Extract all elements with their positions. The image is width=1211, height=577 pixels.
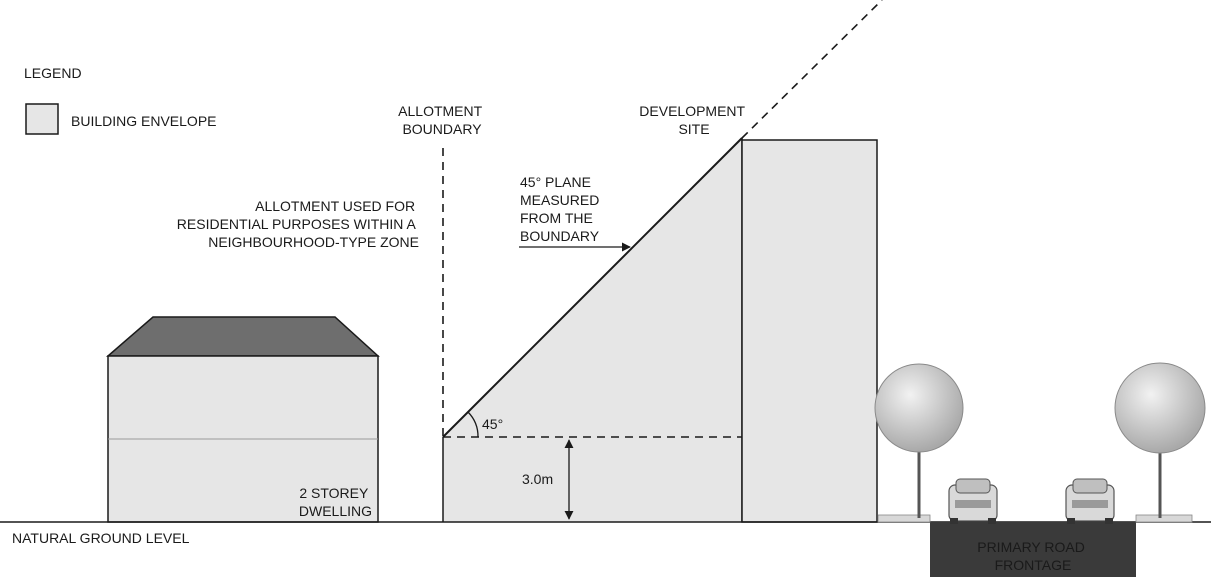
car-icon [948, 478, 998, 524]
footpath-right [1135, 514, 1193, 523]
plane-line-45 [442, 137, 743, 438]
residential-zone-label: ALLOTMENT USED FOR RESIDENTIAL PURPOSES … [177, 198, 419, 250]
development-site-label: DEVELOPMENT SITE [639, 103, 748, 137]
legend-swatch [25, 103, 59, 135]
road-label: PRIMARY ROAD FRONTAGE [977, 539, 1089, 573]
height-label: 3.0m [522, 471, 553, 487]
car-icon [1065, 478, 1115, 524]
ground-label: NATURAL GROUND LEVEL [12, 530, 190, 546]
road-block [930, 522, 1136, 577]
legend-title: LEGEND [24, 65, 82, 81]
angle-arc [467, 411, 479, 438]
legend-item-label: BUILDING ENVELOPE [71, 113, 217, 129]
dwelling-roof [105, 316, 380, 357]
allotment-boundary-label: ALLOTMENT BOUNDARY [398, 103, 486, 137]
angle-label: 45° [482, 416, 503, 432]
building-envelope-tall [741, 139, 878, 523]
tree-icon [874, 363, 964, 518]
plane-label: 45° PLANE MEASURED FROM THE BOUNDARY [520, 174, 603, 244]
plane-extension-line [741, 0, 883, 139]
development-envelope [443, 138, 742, 522]
footpath-left [877, 514, 931, 523]
tree-icon [1114, 362, 1206, 518]
dwelling-label: 2 STOREY DWELLING [299, 485, 372, 519]
